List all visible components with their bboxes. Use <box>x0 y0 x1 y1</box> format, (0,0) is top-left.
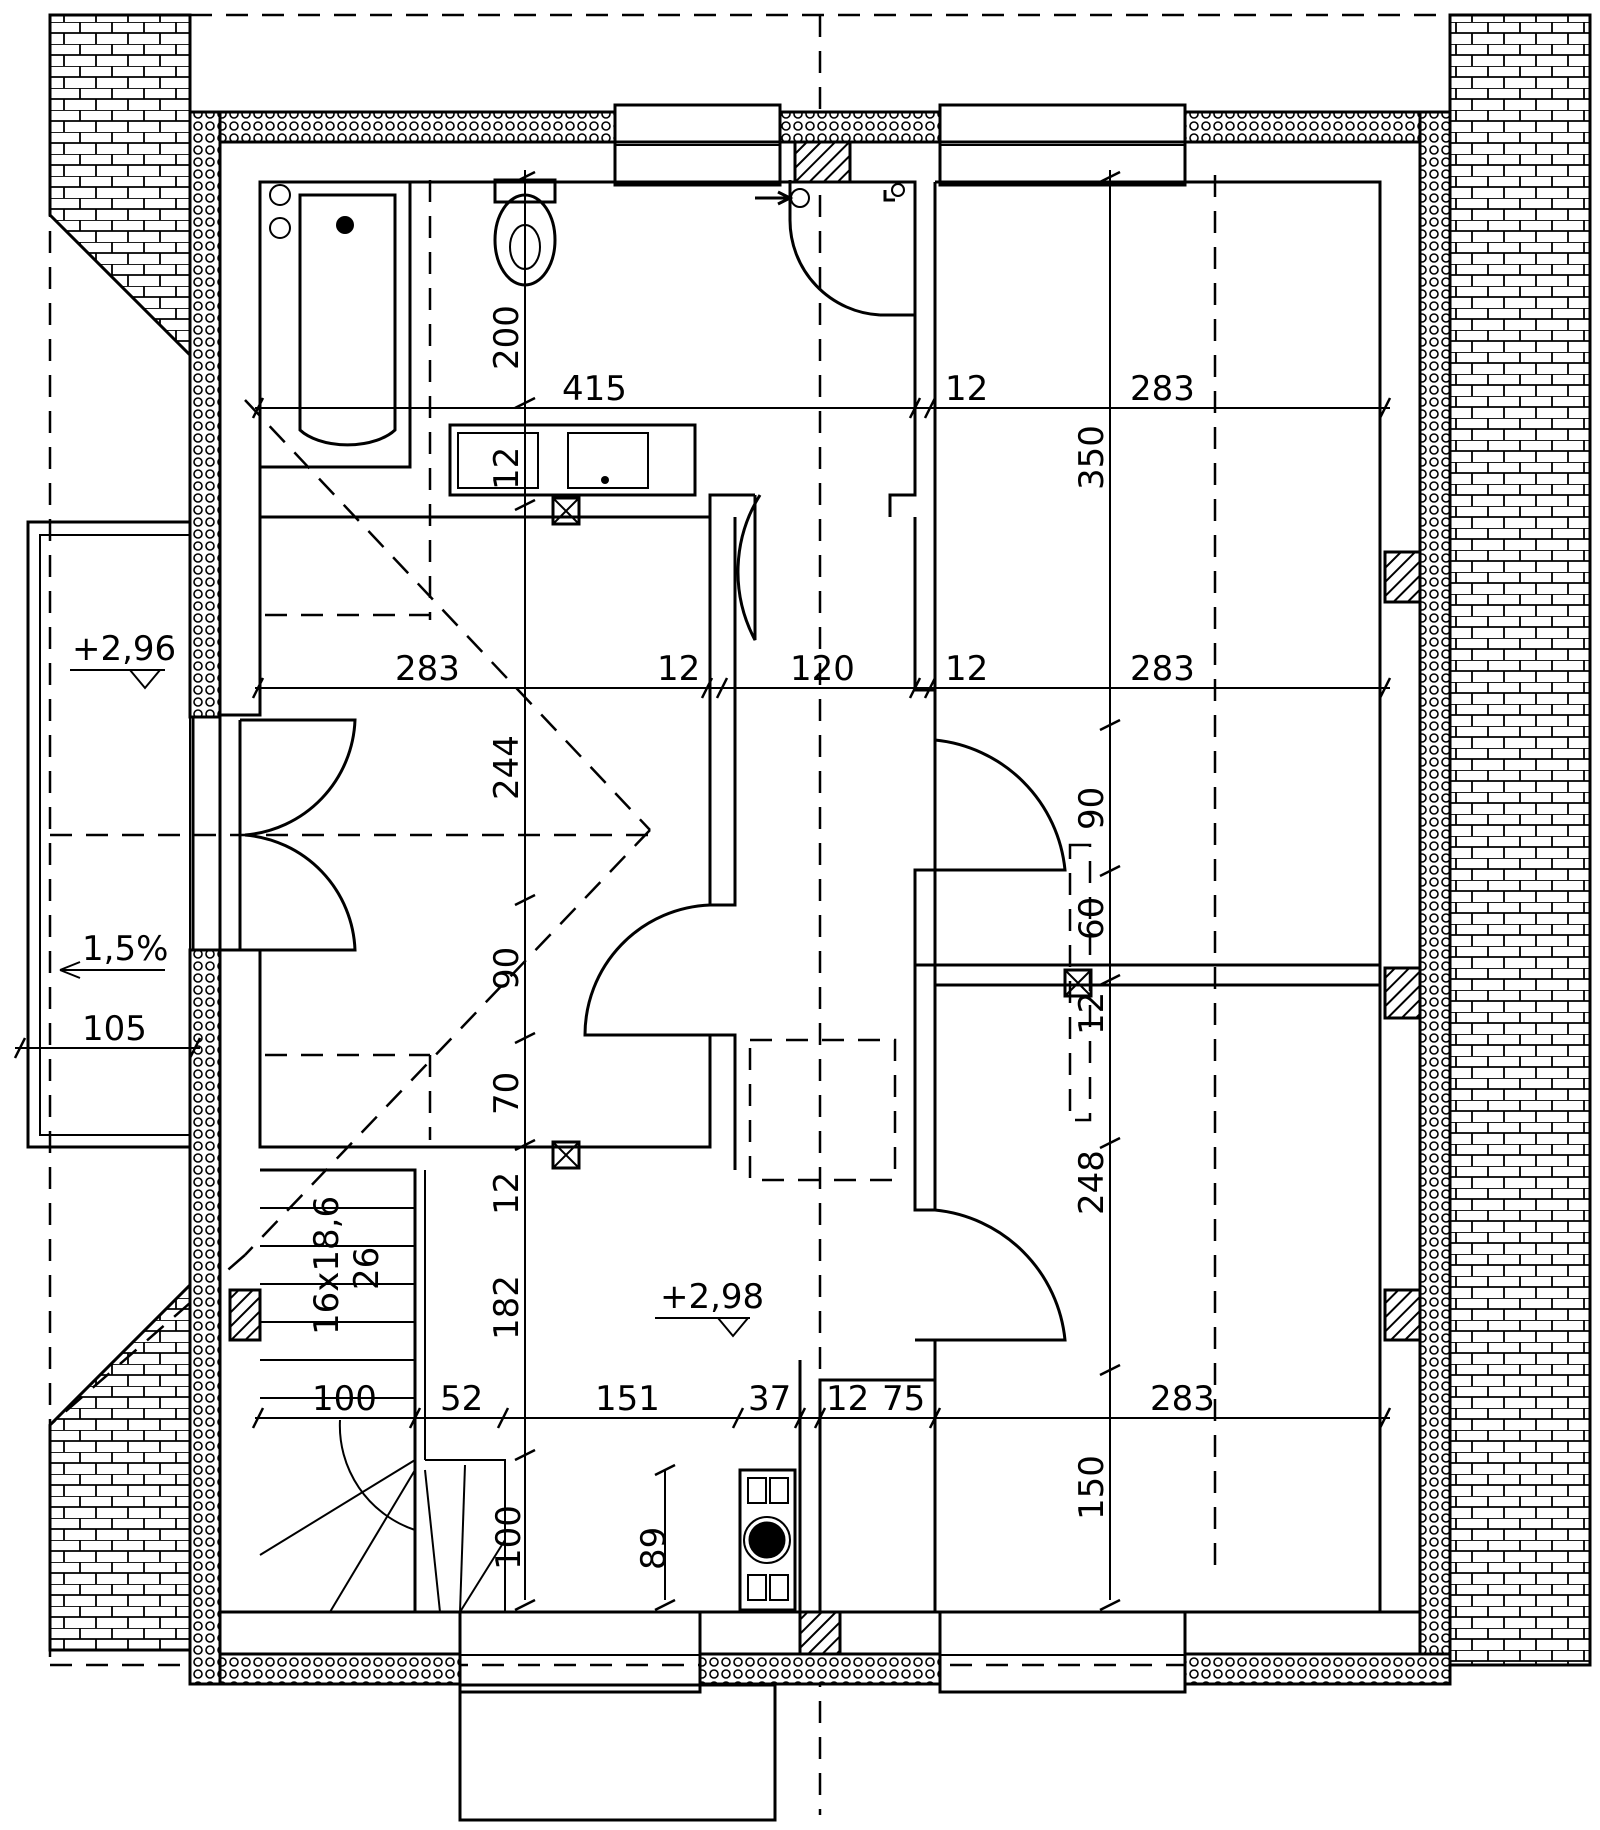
dim-244: 244 <box>487 735 527 800</box>
dim-415: 415 <box>562 369 627 409</box>
dim-182: 182 <box>487 1275 527 1340</box>
doors <box>238 180 1067 1342</box>
staircase <box>259 1170 506 1613</box>
dim-100-bottom: 100 <box>312 1379 377 1419</box>
bathtub <box>258 180 412 469</box>
dim-90-right: 90 <box>1072 787 1112 830</box>
dim-89: 89 <box>634 1527 674 1570</box>
dim-283-bottom: 283 <box>1150 1379 1215 1419</box>
dim-283-mid-right: 283 <box>1130 649 1195 689</box>
balcony-level: +2,96 <box>72 629 176 669</box>
dim-105: 105 <box>82 1009 147 1049</box>
dim-151: 151 <box>595 1379 660 1419</box>
dim-150: 150 <box>1072 1455 1112 1520</box>
floor-level: +2,98 <box>660 1277 764 1317</box>
balcony <box>26 520 195 1149</box>
vanity <box>448 423 697 497</box>
roof-tiles <box>48 13 1592 1667</box>
stair-tread: 26 <box>347 1247 387 1290</box>
level-markers <box>59 669 750 1338</box>
stair-spec: 16x18,6 <box>307 1196 347 1335</box>
dim-12-right: 12 <box>1072 992 1112 1035</box>
dimension-labels: 415 12 283 200 350 12 283 12 120 12 283 … <box>82 305 1215 1570</box>
dim-350: 350 <box>1072 425 1112 490</box>
bathroom-fixtures <box>258 178 917 497</box>
drain-icon <box>336 216 354 234</box>
dim-12-bath: 12 <box>487 447 527 490</box>
dim-12-top-mid: 12 <box>945 369 988 409</box>
front-porch <box>458 1683 777 1822</box>
vent-symbols <box>551 496 1093 1170</box>
dim-37: 37 <box>748 1379 791 1419</box>
stair-labels: 16x18,6 26 <box>307 1196 387 1335</box>
dim-12-mid-b: 12 <box>945 649 988 689</box>
slope-label: 1,5% <box>82 929 168 969</box>
dim-60: 60 <box>1072 897 1112 940</box>
dim-12-bottom: 12 <box>826 1379 869 1419</box>
stove <box>738 1468 797 1612</box>
dim-90-left: 90 <box>487 947 527 990</box>
dim-248: 248 <box>1072 1150 1112 1215</box>
dim-52: 52 <box>440 1379 483 1419</box>
dim-75: 75 <box>882 1379 925 1419</box>
dim-12-mid-a: 12 <box>657 649 700 689</box>
dim-70: 70 <box>487 1072 527 1115</box>
dimension-lines <box>13 170 1392 1612</box>
level-labels: +2,96 +2,98 1,5% <box>72 629 764 1317</box>
interior-walls <box>218 140 1422 1614</box>
dim-200: 200 <box>487 305 527 370</box>
dim-120: 120 <box>790 649 855 689</box>
dim-283-top-right: 283 <box>1130 369 1195 409</box>
dim-12-left-low: 12 <box>487 1172 527 1215</box>
dim-100-stair: 100 <box>489 1505 529 1570</box>
dim-283-mid-left: 283 <box>395 649 460 689</box>
